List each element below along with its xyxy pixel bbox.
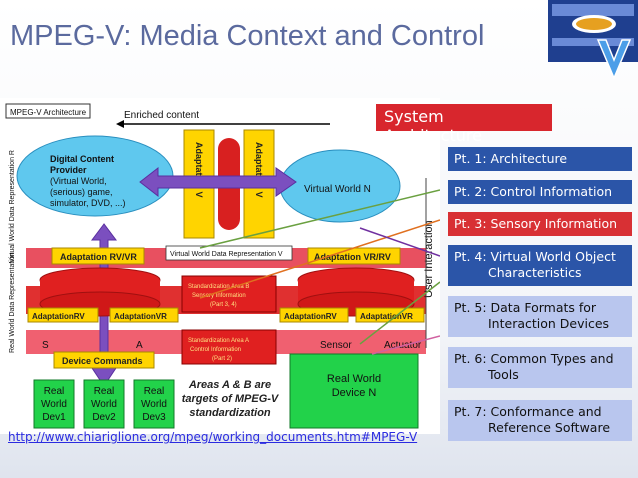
svg-text:Control Information: Control Information xyxy=(190,347,241,353)
adapt-v-right: Adaptation V xyxy=(254,142,264,198)
part-5-line1: Pt. 5: Data Formats for xyxy=(454,300,597,315)
svg-text:(Part 3, 4): (Part 3, 4) xyxy=(210,302,237,308)
part-5: Pt. 5: Data Formats for Interaction Devi… xyxy=(448,296,632,337)
svg-text:Device N: Device N xyxy=(332,387,377,399)
svg-text:Real: Real xyxy=(44,386,65,397)
device-commands: Device Commands xyxy=(62,356,143,366)
a-label: A xyxy=(136,340,143,351)
svg-text:World: World xyxy=(41,399,67,410)
adapt-vr-right: AdaptationVR xyxy=(360,312,413,321)
svg-text:(Virtual World,: (Virtual World, xyxy=(50,176,107,186)
svg-text:Real World: Real World xyxy=(327,373,381,385)
part-2-text: Pt. 2: Control Information xyxy=(454,184,613,199)
svg-text:targets of MPEG-V: targets of MPEG-V xyxy=(182,393,280,405)
part-3-text: Pt. 3: Sensory Information xyxy=(454,216,618,231)
part-1-text: Pt. 1: Architecture xyxy=(454,151,568,166)
sensor-label: Sensor xyxy=(320,340,352,351)
part-5-line2: Interaction Devices xyxy=(488,316,610,332)
enriched-content-label: Enriched content xyxy=(124,110,199,121)
vwdr-r-label: Virtual World Data Representation R xyxy=(9,150,16,263)
svg-text:Areas A & B are: Areas A & B are xyxy=(188,379,271,391)
svg-text:standardization: standardization xyxy=(189,407,271,419)
s-label: S xyxy=(42,340,49,351)
svg-text:Real: Real xyxy=(144,386,165,397)
svg-text:Sensory Information: Sensory Information xyxy=(192,293,246,299)
part-4: Pt. 4: Virtual World Object Characterist… xyxy=(448,245,632,286)
svg-text:World: World xyxy=(91,399,117,410)
part-4-line1: Pt. 4: Virtual World Object xyxy=(454,249,616,264)
svg-text:Dev2: Dev2 xyxy=(92,412,116,423)
svg-text:Dev1: Dev1 xyxy=(42,412,66,423)
part-4-line2: Characteristics xyxy=(488,265,582,281)
svg-text:World: World xyxy=(141,399,167,410)
rwdr-label: Real World Data Representation xyxy=(9,252,16,353)
diagram-label: MPEG-V Architecture xyxy=(10,108,87,117)
system-architecture-heading: System Architecture xyxy=(376,104,552,145)
adapt-rv-left: AdaptationRV xyxy=(32,312,85,321)
dcp-text: Digital Content Provider (Virtual World,… xyxy=(50,154,126,208)
part-3: Pt. 3: Sensory Information xyxy=(448,212,632,237)
architecture-diagram: MPEG-V Architecture Enriched content Vir… xyxy=(0,98,440,434)
part-7-line2: Reference Software xyxy=(488,420,611,436)
part-2: Pt. 2: Control Information xyxy=(448,180,632,205)
adapt-rv-vr: Adaptation RV/VR xyxy=(60,252,137,262)
adapt-vr-rv: Adaptation VR/RV xyxy=(314,252,391,262)
svg-text:simulator, DVD, ...): simulator, DVD, ...) xyxy=(50,198,126,208)
vwdr-v-label: Virtual World Data Representation V xyxy=(170,251,283,258)
source-link[interactable]: http://www.chiariglione.org/mpeg/working… xyxy=(8,430,418,444)
part-6: Pt. 6: Common Types and Tools xyxy=(448,347,632,388)
adapt-rv-right: AdaptationRV xyxy=(284,312,337,321)
svg-text:(Part 2): (Part 2) xyxy=(212,356,232,362)
adapt-v-left: Adaptation V xyxy=(194,142,204,198)
part-7: Pt. 7: Conformance and Reference Softwar… xyxy=(448,400,632,441)
part-6-line1: Pt. 6: Common Types and xyxy=(454,351,614,366)
svg-text:Provider: Provider xyxy=(50,165,87,175)
svg-text:Digital Content: Digital Content xyxy=(50,154,114,164)
part-6-line2: Tools xyxy=(488,367,519,383)
vw-n-label: Virtual World N xyxy=(304,184,371,195)
svg-text:Dev3: Dev3 xyxy=(142,412,166,423)
adapt-vr-left: AdaptationVR xyxy=(114,312,167,321)
svg-text:Real: Real xyxy=(94,386,115,397)
svg-text:Standardization Area B: Standardization Area B xyxy=(188,284,249,290)
part-7-line1: Pt. 7: Conformance and xyxy=(454,404,602,419)
svg-text:Standardization Area A: Standardization Area A xyxy=(188,338,249,344)
svg-text:(serious) game,: (serious) game, xyxy=(50,187,113,197)
slide-title: MPEG-V: Media Context and Control xyxy=(10,20,485,52)
mpeg-logo xyxy=(548,0,638,80)
part-1: Pt. 1: Architecture xyxy=(448,147,632,172)
